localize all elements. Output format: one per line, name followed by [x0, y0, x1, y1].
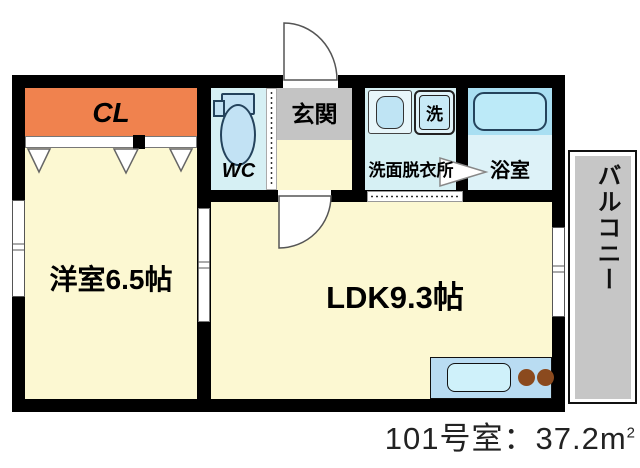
- washroom-label: 洗面脱衣所: [368, 161, 454, 180]
- western-room-label: 洋室6.5帖: [49, 264, 173, 295]
- washing-machine-drum: 洗: [419, 95, 450, 130]
- toilet-bowl: [220, 104, 256, 166]
- folding-door-washroom: [367, 191, 463, 202]
- toilet-handle: [213, 100, 225, 117]
- entrance-door-swing: [283, 22, 338, 81]
- window-ldk-balcony: [552, 227, 565, 317]
- ldk-door-opening: [278, 190, 331, 202]
- accordion-door-wc: [266, 88, 277, 190]
- western-room-floor: [25, 137, 197, 399]
- closet-door-track: [25, 136, 197, 148]
- wall-hall-washroom: [352, 88, 365, 192]
- entrance-door-opening: [283, 75, 338, 88]
- unit-caption-sup: 2: [626, 424, 636, 442]
- ldk-label: LDK9.3帖: [326, 280, 464, 315]
- washbasin-bowl: [376, 96, 404, 129]
- entrance-label: 玄関: [291, 101, 338, 127]
- unit-caption-text: 101号室：37.2m: [384, 421, 627, 456]
- kitchen-sink: [447, 363, 511, 392]
- balcony-label: バルコニー: [593, 163, 620, 293]
- balcony-deck: [575, 156, 631, 399]
- closet-door-divider: [133, 135, 145, 149]
- window-west: [12, 200, 25, 297]
- closet-label: CL: [92, 97, 130, 128]
- wall-bottom: [12, 399, 565, 412]
- wc-label: WC: [221, 160, 256, 182]
- bathroom-label: 浴室: [490, 160, 530, 182]
- closet-area: [25, 88, 197, 137]
- bathtub: [473, 92, 547, 131]
- stove-burner-left: [518, 369, 535, 386]
- entrance-area: [277, 88, 352, 140]
- unit-caption: 101号室：37.2m2: [300, 413, 636, 457]
- stove-burner-right: [537, 369, 554, 386]
- sliding-door-westroom-ldk: [198, 208, 210, 322]
